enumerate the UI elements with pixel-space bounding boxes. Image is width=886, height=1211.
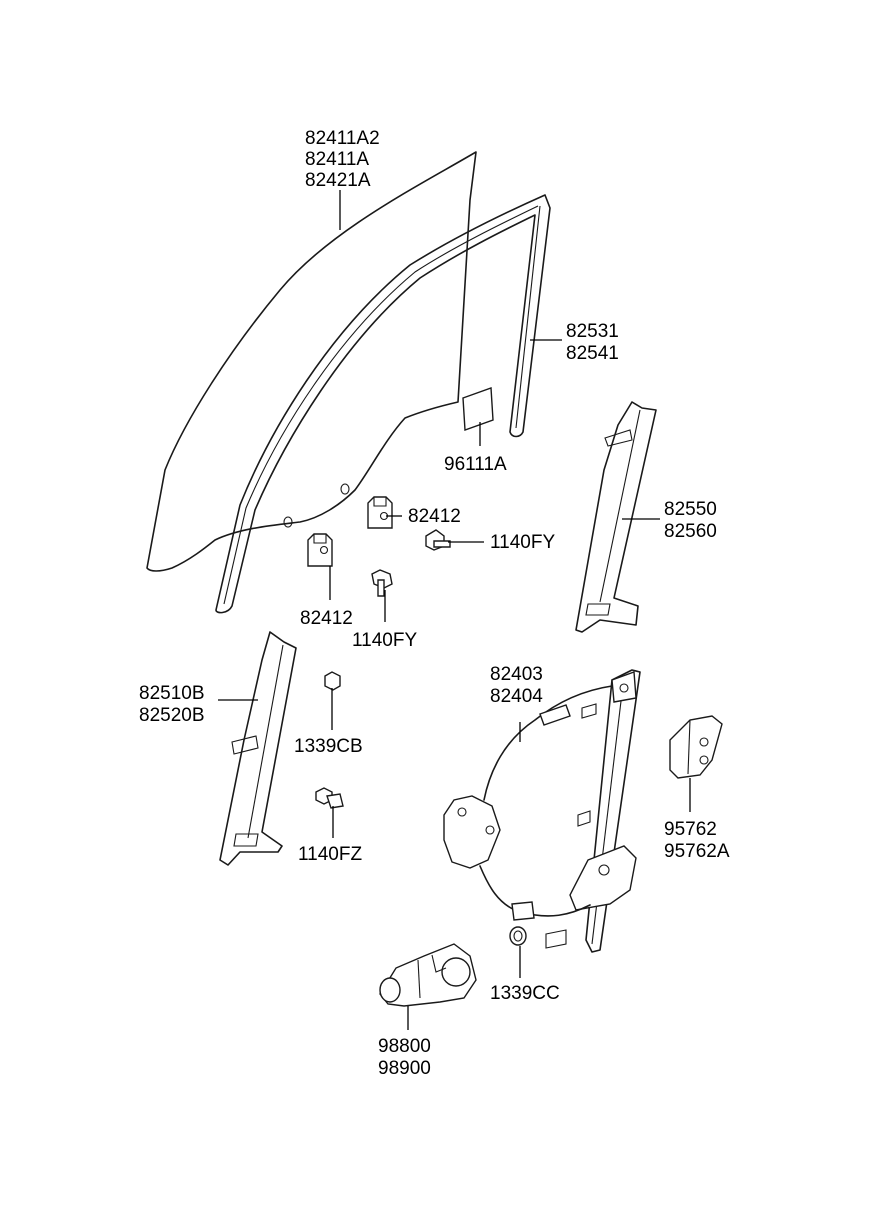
callout-bolt-upper: 1140FY bbox=[490, 532, 555, 553]
callout-rear-channel-2: 82560 bbox=[664, 521, 717, 542]
glass-holder-upper[interactable] bbox=[367, 496, 393, 529]
bolt-upper[interactable] bbox=[425, 529, 451, 551]
callout-regulator-2: 82404 bbox=[490, 686, 543, 707]
callout-module-2: 95762A bbox=[664, 841, 730, 862]
callout-grommet: 1339CC bbox=[490, 983, 560, 1004]
callout-bolt-lower: 1140FY bbox=[352, 630, 417, 651]
callout-nut-1339cb: 1339CB bbox=[294, 736, 363, 757]
window-regulator[interactable] bbox=[443, 669, 641, 953]
regulator-motor[interactable] bbox=[379, 943, 477, 1007]
callout-glass-2: 82411A bbox=[305, 149, 369, 170]
rear-channel[interactable] bbox=[575, 401, 657, 633]
callout-regulator-1: 82403 bbox=[490, 664, 543, 685]
callout-run-channel-2: 82541 bbox=[566, 343, 619, 364]
nut-1339cb[interactable] bbox=[324, 671, 341, 691]
callout-holder-lower: 82412 bbox=[300, 608, 353, 629]
callout-glass-3: 82421A bbox=[305, 170, 371, 191]
grommet-1339cc[interactable] bbox=[509, 926, 527, 946]
bolt-lower[interactable] bbox=[371, 569, 393, 597]
callout-holder-upper: 82412 bbox=[408, 506, 461, 527]
callout-rear-channel-1: 82550 bbox=[664, 499, 717, 520]
callout-glass-1: 82411A2 bbox=[305, 128, 380, 149]
callout-front-channel-2: 82520B bbox=[139, 705, 205, 726]
callout-module-1: 95762 bbox=[664, 819, 717, 840]
door-glass[interactable] bbox=[146, 151, 477, 572]
label-sticker[interactable] bbox=[462, 387, 494, 431]
callout-front-channel-1: 82510B bbox=[139, 683, 205, 704]
callout-sticker: 96111A bbox=[444, 454, 507, 475]
callout-bolt-1140fz: 1140FZ bbox=[298, 844, 362, 865]
front-channel[interactable] bbox=[219, 631, 297, 866]
callout-motor-1: 98800 bbox=[378, 1036, 431, 1057]
callout-motor-2: 98900 bbox=[378, 1058, 431, 1079]
glass-holder-lower[interactable] bbox=[307, 533, 333, 567]
bolt-1140fz[interactable] bbox=[315, 787, 344, 809]
control-module[interactable] bbox=[669, 715, 723, 779]
glass-run-channel[interactable] bbox=[215, 194, 551, 614]
callout-run-channel-1: 82531 bbox=[566, 321, 619, 342]
